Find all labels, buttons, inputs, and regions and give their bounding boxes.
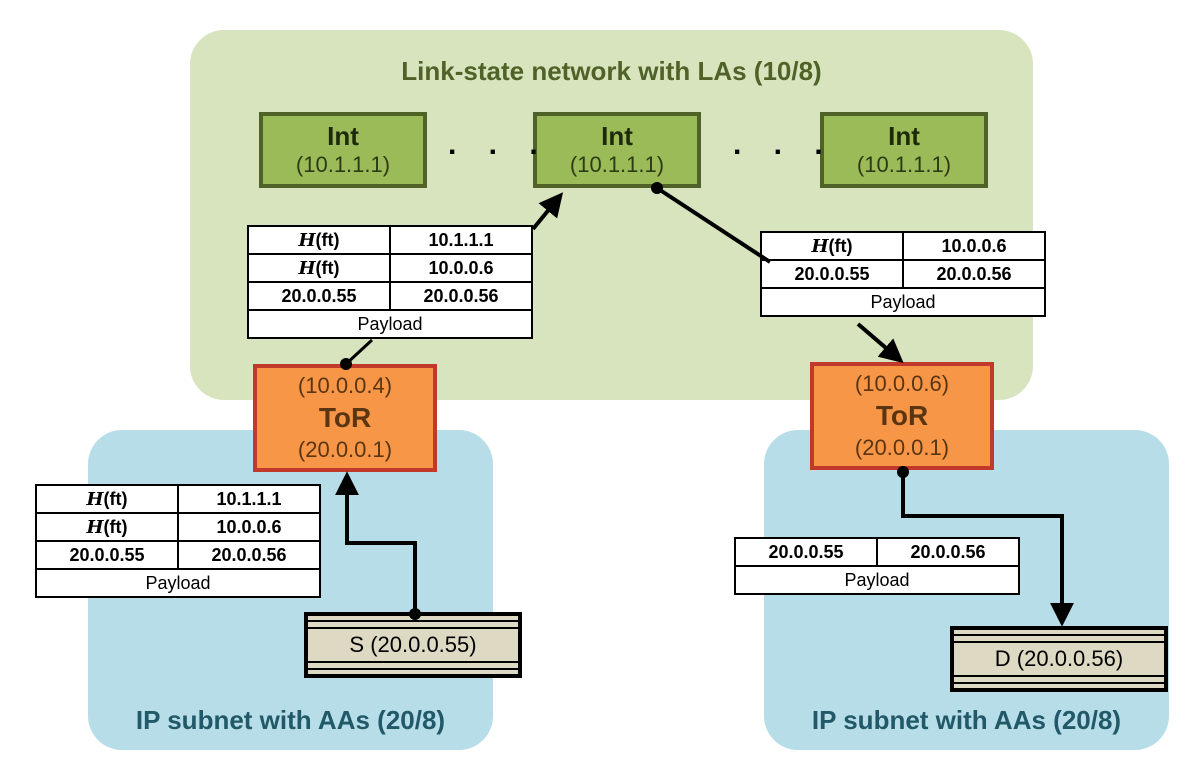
ip-subnet-left-title: IP subnet with AAs (20/8) xyxy=(135,705,446,735)
link-dot xyxy=(409,608,421,620)
payload-cell: Payload xyxy=(760,287,1046,317)
hash-cell: H(ft) xyxy=(35,512,179,542)
tor-aa-address: (20.0.0.1) xyxy=(297,436,393,462)
int-address: (10.1.1.1) xyxy=(569,152,665,177)
dst-aa-cell: 20.0.0.56 xyxy=(389,281,533,311)
la-cell: 10.1.1.1 xyxy=(177,484,321,514)
host-bottom-bar xyxy=(954,675,1164,684)
packet-bottom-left: H(ft) 10.1.1.1 H(ft) 10.0.0.6 20.0.0.55 … xyxy=(35,484,321,598)
link-dot xyxy=(340,358,352,370)
dst-aa-cell: 20.0.0.56 xyxy=(177,540,321,570)
source-host: S (20.0.0.55) xyxy=(304,612,522,678)
int-switch-1: Int (10.1.1.1) xyxy=(259,112,427,188)
la-cell: 10.0.0.6 xyxy=(902,231,1046,261)
la-cell: 10.1.1.1 xyxy=(389,225,533,255)
header-row: H(ft) 10.1.1.1 xyxy=(247,225,533,255)
payload-cell: Payload xyxy=(247,309,533,339)
int-label: Int xyxy=(601,121,633,151)
int-label: Int xyxy=(327,121,359,151)
destination-host-label: D (20.0.0.56) xyxy=(994,646,1124,671)
arrow-tor-to-destination xyxy=(901,472,1074,627)
hash-cell: H(ft) xyxy=(35,484,179,514)
int-address: (10.1.1.1) xyxy=(295,152,391,177)
header-row: 20.0.0.55 20.0.0.56 xyxy=(734,537,1020,567)
payload-cell: Payload xyxy=(35,568,321,598)
packet-right-top: H(ft) 10.0.0.6 20.0.0.55 20.0.0.56 Paylo… xyxy=(760,231,1046,317)
int-label: Int xyxy=(888,121,920,151)
header-row: H(ft) 10.0.0.6 xyxy=(35,512,321,542)
link-int-to-packet xyxy=(655,186,772,264)
header-row: 20.0.0.55 20.0.0.56 xyxy=(35,540,321,570)
ellipsis-left: . . . xyxy=(448,128,550,161)
link-state-network-title: Link-state network with LAs (10/8) xyxy=(401,56,822,86)
hash-cell: H(ft) xyxy=(760,231,904,261)
header-row: H(ft) 10.0.0.6 xyxy=(760,231,1046,261)
header-row: 20.0.0.55 20.0.0.56 xyxy=(247,281,533,311)
link-dot xyxy=(897,466,909,478)
arrow-source-to-tor xyxy=(335,471,417,614)
dst-aa-cell: 20.0.0.56 xyxy=(876,537,1020,567)
src-aa-cell: 20.0.0.55 xyxy=(760,259,904,289)
header-row: H(ft) 10.1.1.1 xyxy=(35,484,321,514)
tor-la-address: (10.0.0.6) xyxy=(854,371,950,397)
source-host-label: S (20.0.0.55) xyxy=(349,632,477,657)
host-top-bar xyxy=(308,620,518,629)
dst-aa-cell: 20.0.0.56 xyxy=(902,259,1046,289)
payload-row: Payload xyxy=(247,309,533,339)
link-dot xyxy=(651,182,663,194)
int-switch-2: Int (10.1.1.1) xyxy=(533,112,701,188)
packet-right-bottom: 20.0.0.55 20.0.0.56 Payload xyxy=(734,537,1020,595)
arrow-packet-to-int xyxy=(531,192,564,231)
header-row: 20.0.0.55 20.0.0.56 xyxy=(760,259,1046,289)
src-aa-cell: 20.0.0.55 xyxy=(247,281,391,311)
payload-cell: Payload xyxy=(734,565,1020,595)
header-row: H(ft) 10.0.0.6 xyxy=(247,253,533,283)
la-cell: 10.0.0.6 xyxy=(177,512,321,542)
ellipsis-right: . . . xyxy=(733,128,835,161)
host-bottom-bar xyxy=(308,661,518,670)
src-aa-cell: 20.0.0.55 xyxy=(734,537,878,567)
hash-cell: H(ft) xyxy=(247,225,391,255)
hash-cell: H(ft) xyxy=(247,253,391,283)
arrow-packet-to-tor xyxy=(856,322,904,364)
packet-top-left: H(ft) 10.1.1.1 H(ft) 10.0.0.6 20.0.0.55 … xyxy=(247,225,533,339)
tor-aa-address: (20.0.0.1) xyxy=(854,434,950,460)
payload-row: Payload xyxy=(760,287,1046,317)
tor-label: ToR xyxy=(318,401,372,433)
ip-subnet-right-title: IP subnet with AAs (20/8) xyxy=(811,705,1122,735)
src-aa-cell: 20.0.0.55 xyxy=(35,540,179,570)
destination-host: D (20.0.0.56) xyxy=(950,626,1168,692)
la-cell: 10.0.0.6 xyxy=(389,253,533,283)
tor-la-address: (10.0.0.4) xyxy=(297,373,393,399)
host-top-bar xyxy=(954,634,1164,643)
payload-row: Payload xyxy=(35,568,321,598)
int-switch-3: Int (10.1.1.1) xyxy=(820,112,988,188)
int-address: (10.1.1.1) xyxy=(856,152,952,177)
tor-label: ToR xyxy=(875,399,929,431)
payload-row: Payload xyxy=(734,565,1020,595)
